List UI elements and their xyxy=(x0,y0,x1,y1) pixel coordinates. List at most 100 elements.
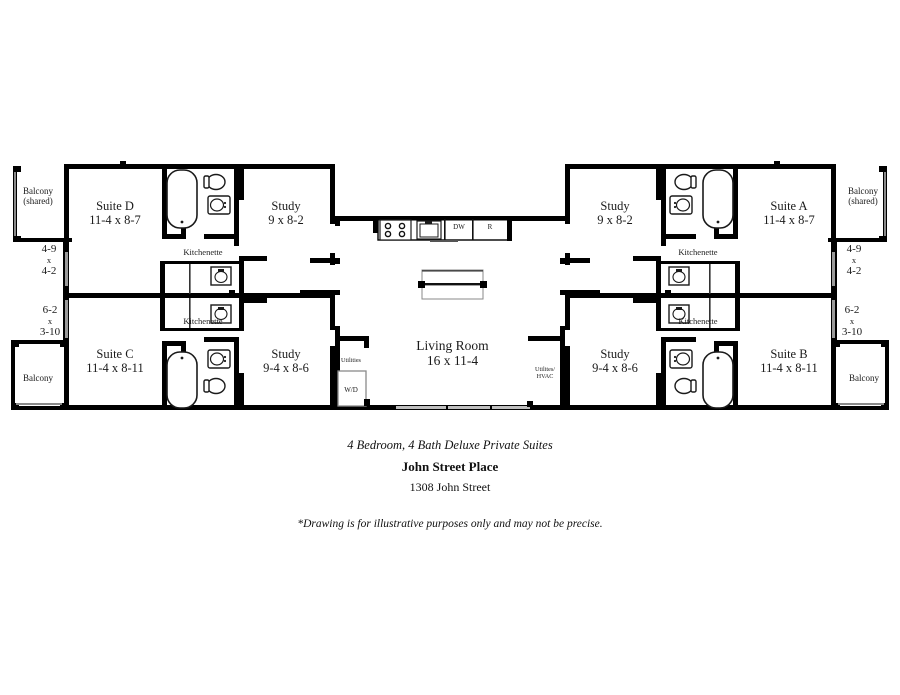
label-suite-b: Suite B 11-4 x 8-11 xyxy=(760,347,818,375)
wall-bottom-left-wing xyxy=(64,405,334,410)
wall-suite-a-right xyxy=(831,164,836,242)
wall-bottom-right-wing xyxy=(566,405,836,410)
balcony-top-right xyxy=(828,166,887,242)
caption-property-name: John Street Place xyxy=(401,459,499,474)
kitchenette-top-left xyxy=(160,256,267,294)
window-center-1 xyxy=(396,406,446,409)
label-study-bottom-right: Study 9-4 x 8-6 xyxy=(592,347,638,375)
left-wing xyxy=(11,164,335,410)
hall-connector-right xyxy=(560,258,600,295)
label-study-top-left: Study 9 x 8-2 xyxy=(268,199,304,227)
label-balcony-bottom-left: Balcony xyxy=(23,373,53,383)
toilet-suite-d xyxy=(203,173,226,191)
wall-study-tl-left xyxy=(239,164,244,200)
kitchenette-bottom-left xyxy=(160,298,267,331)
toilet-suite-c xyxy=(203,377,226,395)
utilities-closet-left xyxy=(335,336,370,407)
label-study-bottom-left: Study 9-4 x 8-6 xyxy=(263,347,309,375)
wall-left-wing-right-bot xyxy=(330,346,335,410)
label-utilities-right: Utilites/ HVAC xyxy=(535,366,555,380)
sink-suite-b xyxy=(669,349,693,369)
wall-right-wing-left-bot xyxy=(565,346,570,410)
wall-exterior-left xyxy=(63,238,69,344)
wall-study-br-right xyxy=(656,373,661,410)
center-living-area xyxy=(300,216,600,410)
wall-mid-spine-left-2 xyxy=(64,293,334,298)
right-wing xyxy=(565,164,889,410)
label-balcony-top-left: Balcony (shared) xyxy=(23,186,53,207)
caption-address: 1308 John Street xyxy=(409,480,491,494)
wall-mid-spine-right xyxy=(566,293,836,298)
hall-connector-left xyxy=(300,258,340,295)
wall-study-bl-left xyxy=(239,373,244,410)
toilet-suite-a xyxy=(674,173,697,191)
jamb-study-tr2 xyxy=(565,253,570,265)
caption-disclaimer: *Drawing is for illustrative purposes on… xyxy=(297,518,603,530)
door-openings xyxy=(120,161,780,298)
toilet-suite-b xyxy=(674,377,697,395)
wall-top-right-wing xyxy=(566,164,836,169)
kitchenette-bottom-right xyxy=(633,298,740,331)
label-suite-a: Suite A 11-4 x 8-7 xyxy=(763,199,815,227)
bathroom-suite-b-walls xyxy=(661,337,738,410)
bathtub-suite-d xyxy=(166,169,198,229)
bathtub-suite-a xyxy=(702,169,734,229)
wall-suite-b-right xyxy=(831,340,836,410)
window-right-upper xyxy=(832,252,835,286)
label-refrigerator: R xyxy=(487,223,493,231)
label-balcony-top-right: Balcony (shared) xyxy=(848,186,878,207)
label-study-top-right: Study 9 x 8-2 xyxy=(597,199,633,227)
kitchenette-top-right xyxy=(633,256,740,294)
label-suite-d: Suite D 11-4 x 8-7 xyxy=(89,199,141,227)
wall-suite-d-left xyxy=(64,164,69,242)
wall-top-left-wing xyxy=(64,164,334,169)
kitchen-counter xyxy=(373,216,512,242)
label-balcony-top-right-dims: 4-9 x 4-2 xyxy=(846,243,862,277)
bathtub-suite-c xyxy=(166,351,198,409)
wall-right-wing-left-top xyxy=(565,164,570,224)
wall-suite-c-left xyxy=(64,340,69,410)
jamb-study-tr xyxy=(565,258,590,263)
caption-subtitle: 4 Bedroom, 4 Bath Deluxe Private Suites xyxy=(347,438,553,452)
jamb-study-tl xyxy=(310,258,335,263)
stub-right-1 xyxy=(560,326,565,340)
window-right-lower xyxy=(832,300,835,338)
label-kitchenette-top-left: Kitchenette xyxy=(183,247,223,257)
wall-study-tr-right xyxy=(656,164,661,200)
wall-exterior-right xyxy=(831,238,837,344)
label-utilities-left: Utilities xyxy=(341,357,361,364)
window-center-2 xyxy=(448,406,490,409)
utilities-closet-right xyxy=(528,336,565,406)
bathroom-suite-c-walls xyxy=(162,337,239,410)
post-center-br xyxy=(527,401,533,407)
label-dishwasher: DW xyxy=(453,223,465,231)
wall-right-wing-left-mid xyxy=(565,290,570,330)
stub-left-1 xyxy=(335,326,340,340)
sink-suite-a xyxy=(669,195,693,215)
jamb-study-tl2 xyxy=(330,253,335,265)
wall-center-top-right xyxy=(530,216,566,221)
bathtub-suite-b xyxy=(702,351,734,409)
label-kitchenette-top-right: Kitchenette xyxy=(678,247,718,257)
sink-suite-d xyxy=(207,195,231,215)
window-left-upper xyxy=(65,252,68,286)
label-balcony-bottom-right-dims: 6-2 x 3-10 xyxy=(841,304,863,338)
bathroom-suite-a-walls xyxy=(661,164,738,246)
label-balcony-top-left-dims: 4-9 x 4-2 xyxy=(41,243,57,277)
wall-center-top-jog xyxy=(335,216,340,226)
label-kitchenette-bottom-right: Kitchenette xyxy=(678,316,718,326)
wall-left-wing-right-top xyxy=(330,164,335,224)
label-washer-dryer: W/D xyxy=(344,386,358,394)
label-balcony-bottom-right: Balcony xyxy=(849,373,879,383)
window-center-3 xyxy=(492,406,530,409)
label-kitchenette-bottom-left: Kitchenette xyxy=(183,316,223,326)
wall-left-wing-right-mid xyxy=(330,290,335,330)
label-suite-c: Suite C 11-4 x 8-11 xyxy=(86,347,144,375)
window-left-lower xyxy=(65,300,68,338)
bathroom-suite-d-walls xyxy=(162,164,239,246)
living-room-table xyxy=(418,269,487,300)
label-living-room: Living Room 16 x 11-4 xyxy=(416,338,489,369)
sink-suite-c xyxy=(207,349,231,369)
label-balcony-bottom-left-dims: 6-2 x 3-10 xyxy=(39,304,61,338)
